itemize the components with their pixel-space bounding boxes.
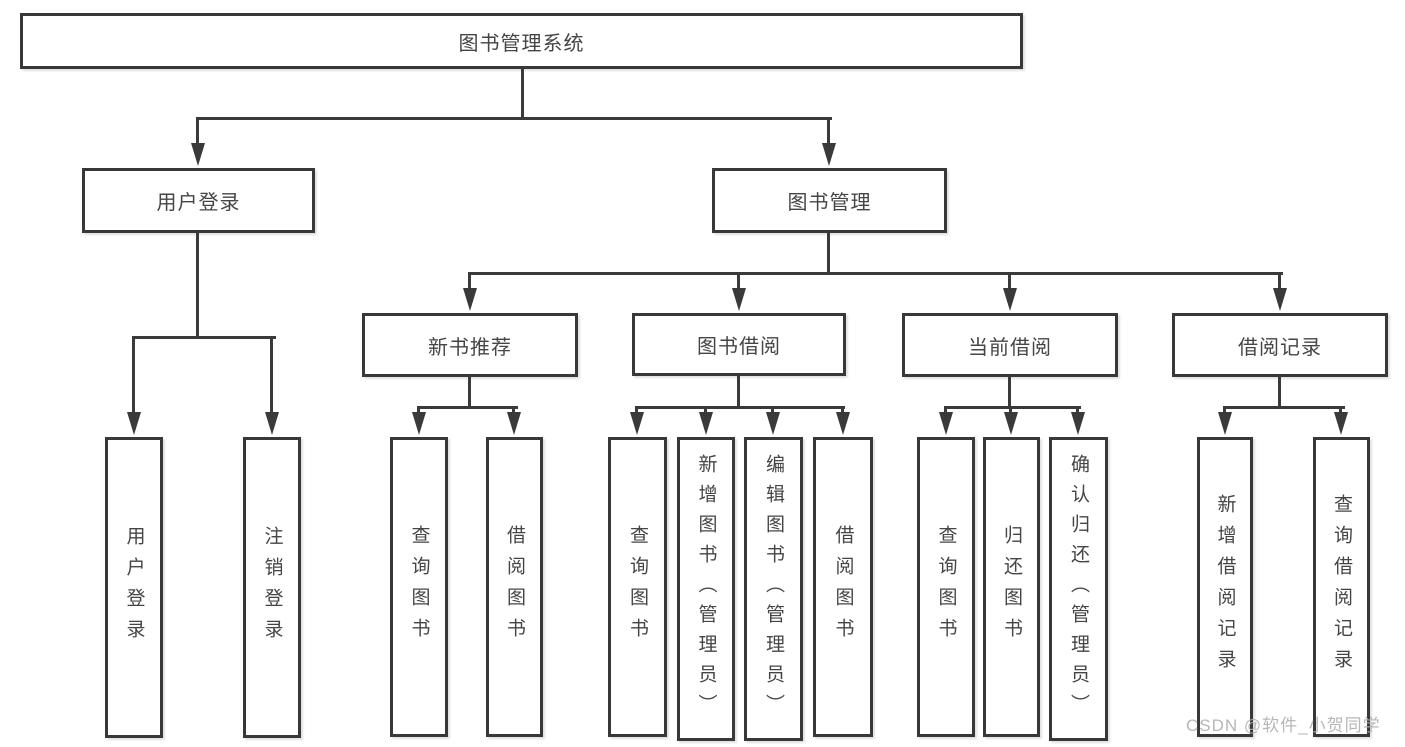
connector-line — [635, 406, 638, 416]
leaf-query-book-current: 查询图书 — [917, 437, 975, 737]
arrowhead — [1003, 288, 1017, 311]
connector-line — [512, 406, 515, 416]
connector-line — [468, 376, 471, 408]
connector-line — [1008, 376, 1011, 408]
connector-line — [1076, 406, 1079, 416]
node-borrow-record: 借阅记录 — [1172, 313, 1388, 377]
connector-line — [1278, 272, 1281, 294]
leaf-query-borrow-record: 查询借阅记录 — [1313, 437, 1370, 737]
arrowhead — [836, 412, 850, 435]
connector-line — [944, 406, 1081, 409]
arrowhead — [412, 412, 426, 435]
node-root: 图书管理系统 — [20, 13, 1023, 69]
arrowhead — [1071, 412, 1085, 435]
arrowhead — [939, 412, 953, 435]
node-user-login: 用户登录 — [82, 168, 315, 233]
node-current-borrow: 当前借阅 — [902, 313, 1118, 377]
node-book-borrow: 图书借阅 — [632, 313, 846, 376]
arrowhead — [191, 143, 205, 166]
connector-line — [1278, 376, 1281, 408]
connector-line — [417, 406, 420, 416]
leaf-return-book: 归还图书 — [983, 437, 1040, 737]
connector-line — [1009, 406, 1012, 416]
arrowhead — [630, 412, 644, 435]
arrowhead — [507, 412, 521, 435]
connector-line — [521, 68, 524, 118]
arrowhead — [1218, 412, 1232, 435]
leaf-borrow-book-recommend: 借阅图书 — [486, 437, 543, 737]
connector-line — [132, 336, 135, 414]
connector-line — [704, 406, 707, 416]
leaf-query-book-recommend: 查询图书 — [390, 437, 448, 737]
connector-line — [841, 406, 844, 416]
connector-line — [468, 272, 471, 294]
leaf-query-book-borrow: 查询图书 — [608, 437, 667, 737]
connector-line — [1339, 406, 1342, 416]
arrowhead — [463, 288, 477, 311]
connector-line — [737, 272, 740, 294]
arrowhead — [699, 412, 713, 435]
arrowhead — [127, 412, 141, 435]
connector-line — [1223, 406, 1226, 416]
node-new-book-recommend: 新书推荐 — [362, 313, 578, 377]
connector-line — [1008, 272, 1011, 294]
connector-line — [827, 117, 830, 147]
connector-line — [196, 117, 199, 147]
connector-line — [132, 336, 276, 339]
node-book-management: 图书管理 — [712, 168, 947, 233]
connector-line — [468, 272, 1283, 275]
connector-line — [270, 336, 273, 414]
connector-line — [196, 117, 832, 120]
arrowhead — [1273, 288, 1287, 311]
leaf-borrow-book: 借阅图书 — [813, 437, 873, 737]
arrowhead — [1334, 412, 1348, 435]
csdn-watermark: CSDN @软件_小贺同学 — [1186, 716, 1381, 735]
leaf-user-login: 用户登录 — [105, 437, 163, 738]
leaf-add-book-admin: 新增图书（管理员） — [677, 437, 735, 741]
leaf-logout-login: 注销登录 — [243, 437, 301, 738]
connector-line — [737, 375, 740, 408]
arrowhead — [822, 143, 836, 166]
connector-line — [944, 406, 947, 416]
arrowhead — [766, 412, 780, 435]
connector-line — [635, 406, 845, 409]
arrowhead — [732, 288, 746, 311]
arrowhead — [265, 412, 279, 435]
connector-line — [1223, 406, 1345, 409]
connector-line — [771, 406, 774, 416]
arrowhead — [1004, 412, 1018, 435]
connector-line — [196, 232, 199, 338]
connector-line — [417, 406, 518, 409]
leaf-edit-book-admin: 编辑图书（管理员） — [744, 437, 803, 741]
connector-line — [827, 232, 830, 275]
leaf-add-borrow-record: 新增借阅记录 — [1197, 437, 1253, 737]
leaf-confirm-return-admin: 确认归还（管理员） — [1049, 437, 1108, 741]
